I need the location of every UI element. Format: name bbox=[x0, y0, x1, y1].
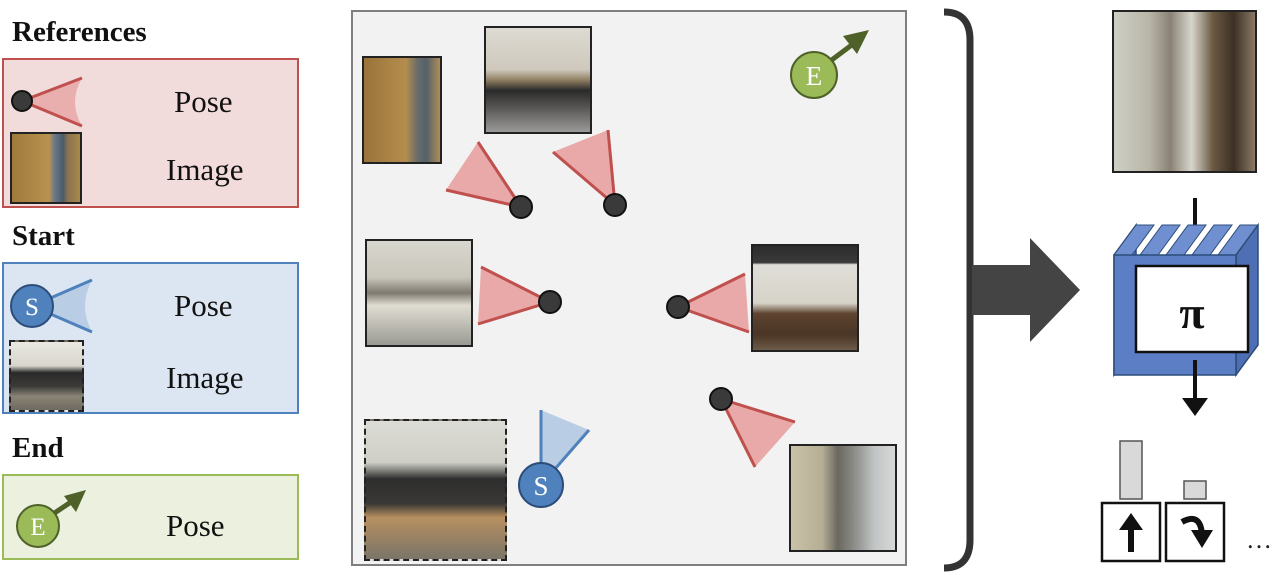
action-forward-box bbox=[1100, 501, 1162, 563]
reference-pose-5 bbox=[709, 387, 796, 468]
start-image-thumbnail bbox=[9, 340, 84, 412]
start-image bbox=[364, 419, 507, 561]
end-pose-label: Pose bbox=[166, 508, 225, 543]
right-bracket bbox=[943, 8, 974, 572]
reference-image-label: Image bbox=[166, 152, 244, 187]
bracket-and-arrow bbox=[943, 8, 1080, 572]
reference-pose-1 bbox=[445, 141, 533, 219]
start-marker-letter-map: S bbox=[533, 471, 548, 501]
reference-pose-label: Pose bbox=[174, 84, 233, 119]
references-heading: References bbox=[12, 16, 147, 48]
end-marker-letter: E bbox=[30, 514, 45, 541]
map-pose-overlay: S E bbox=[445, 30, 869, 508]
end-pose-icon: E bbox=[16, 490, 86, 548]
policy-network: π … bbox=[1100, 198, 1272, 563]
end-pose-marker: E bbox=[790, 30, 869, 99]
end-heading: End bbox=[12, 432, 64, 464]
start-pose-icon: S bbox=[10, 278, 93, 334]
reference-image-4 bbox=[751, 244, 859, 352]
action-turn-probability-bar bbox=[1183, 480, 1207, 500]
reference-image-2 bbox=[484, 26, 592, 134]
policy-box bbox=[1134, 264, 1250, 354]
reference-pose-4 bbox=[666, 272, 750, 334]
reference-image-3 bbox=[365, 239, 473, 347]
end-marker-letter-map: E bbox=[806, 61, 823, 91]
reference-image-5 bbox=[789, 444, 897, 552]
policy-output-arrowhead bbox=[1182, 398, 1208, 416]
start-marker-letter: S bbox=[25, 294, 39, 321]
policy-symbol: π bbox=[1179, 287, 1204, 338]
more-actions-ellipsis: … bbox=[1246, 525, 1272, 554]
reference-pose-2 bbox=[552, 129, 627, 217]
current-observation-image bbox=[1112, 10, 1257, 173]
start-heading: Start bbox=[12, 220, 75, 252]
reference-image-1 bbox=[362, 56, 442, 164]
action-turn-box bbox=[1164, 501, 1226, 563]
reference-image-thumbnail bbox=[10, 132, 82, 204]
environment-map: S E bbox=[351, 10, 907, 566]
start-image-label: Image bbox=[166, 360, 244, 395]
reference-pose-3 bbox=[477, 265, 562, 326]
end-legend-panel: E Pose bbox=[2, 474, 299, 560]
action-forward-probability-bar bbox=[1119, 440, 1143, 500]
big-right-arrow bbox=[972, 238, 1080, 342]
start-legend-panel: S Pose Image bbox=[2, 262, 299, 414]
reference-pose-icon bbox=[11, 76, 83, 128]
references-legend-panel: Pose Image bbox=[2, 58, 299, 208]
forward-arrow-icon bbox=[1119, 513, 1143, 530]
start-pose-label: Pose bbox=[174, 288, 233, 323]
start-pose-marker: S bbox=[518, 410, 591, 508]
